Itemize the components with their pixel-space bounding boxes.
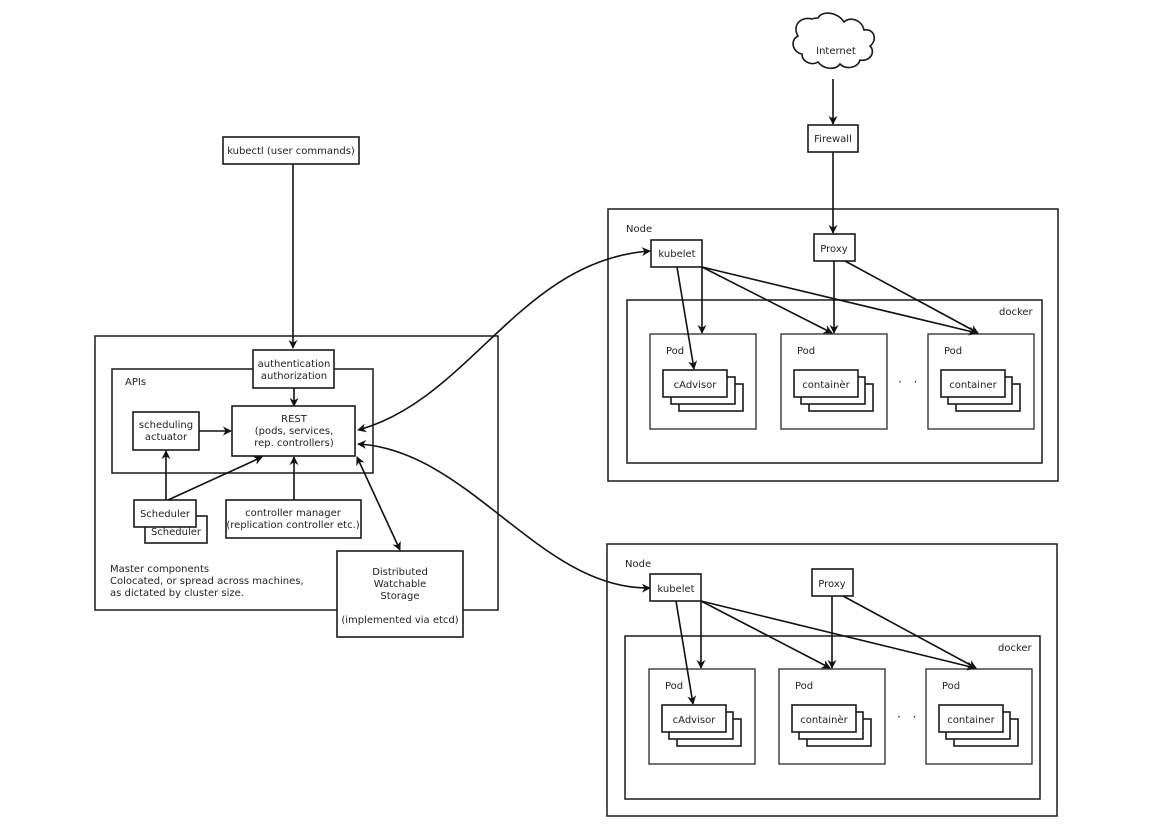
storage-line-1: Distributed: [372, 567, 428, 578]
internet-cloud: Internet: [792, 12, 876, 70]
scheduling-actuator-line-2: actuator: [145, 432, 188, 443]
node-label: Node: [625, 559, 651, 570]
kubelet-label: kubelet: [657, 584, 694, 595]
rest-box: REST (pods, services, rep. controllers): [231, 405, 356, 457]
proxy-label: Proxy: [818, 579, 845, 590]
rest-line-1: REST: [281, 414, 308, 425]
edge-rest-to-node1-kubelet: [357, 247, 651, 433]
node-1: Node kubelet Proxy docker Pod cAdvisor P…: [607, 208, 1059, 482]
storage-box: Distributed Watchable Storage (implement…: [336, 550, 464, 638]
proxy-box: [813, 233, 856, 262]
container-box: [793, 369, 859, 398]
cloud-icon: [792, 12, 876, 70]
docker-label: docker: [999, 307, 1034, 318]
edge-proxy-to-pod-3: [844, 260, 979, 334]
master-caption-line-2: Colocated, or spread across machines,: [110, 576, 304, 587]
pod-label: Pod: [942, 681, 960, 692]
master-caption-line-3: as dictated by cluster size.: [110, 588, 244, 599]
kubelet-box: [650, 239, 703, 268]
storage-line-3: Storage: [380, 591, 419, 602]
container-label: cAdvisor: [674, 380, 718, 391]
firewall-label: Firewall: [814, 134, 852, 145]
container-label: containèr: [802, 379, 850, 391]
edge-rest-storage: [356, 456, 401, 551]
container-label: containèr: [800, 714, 848, 726]
edge-kubelet-to-pod-2: [701, 266, 833, 334]
container-box: [662, 369, 728, 398]
container-label: container: [949, 380, 997, 391]
pods-ellipsis: · · ·: [897, 710, 936, 724]
scheduler-box: [133, 499, 197, 528]
node-label: Node: [626, 224, 652, 235]
edge-kubelet-to-pod-3: [701, 266, 978, 336]
scheduling-actuator-line-1: scheduling: [139, 420, 193, 431]
master-caption-line-1: Master components: [110, 564, 209, 575]
edge-kubelet-to-cadvisor: [676, 266, 698, 370]
kubelet-box: [649, 573, 702, 602]
firewall-box: Firewall: [807, 124, 859, 153]
scheduler-shadow-label: Scheduler: [151, 527, 202, 538]
pod-label: Pod: [665, 681, 683, 692]
proxy-box: [811, 568, 854, 597]
docker-label: docker: [998, 643, 1033, 654]
node-frame: [607, 208, 1059, 482]
edge-rest-to-node2-kubelet: [357, 439, 651, 593]
container-box: [661, 704, 727, 733]
kubelet-label: kubelet: [658, 249, 695, 260]
container-box: [938, 704, 1004, 733]
controller-manager-box: controller manager (replication controll…: [225, 499, 362, 539]
container-label: cAdvisor: [673, 715, 717, 726]
pods-ellipsis: · · ·: [898, 375, 937, 389]
controller-manager-line-1: controller manager: [245, 508, 342, 519]
master-caption: Master components Colocated, or spread a…: [110, 564, 304, 599]
node-2: Node kubelet Proxy docker Pod cAdvisor P…: [606, 543, 1058, 817]
scheduling-actuator-box: scheduling actuator: [132, 411, 200, 451]
auth-box: authentication authorization: [252, 349, 335, 389]
kubectl-box: kubectl (user commands): [222, 136, 360, 165]
container-box: [940, 369, 1006, 398]
pod-label: Pod: [795, 681, 813, 692]
container-label: container: [947, 715, 995, 726]
pod-label: Pod: [666, 346, 684, 357]
controller-manager-line-2: (replication controller etc.): [226, 520, 359, 531]
storage-line-5: (implemented via etcd): [341, 615, 458, 626]
edge-kubelet-to-pod-2: [700, 600, 831, 669]
pod-label: Pod: [944, 346, 962, 357]
auth-line-2: authorization: [261, 371, 327, 382]
edge-scheduler-to-rest: [167, 456, 263, 501]
auth-line-1: authentication: [258, 359, 331, 370]
internet-label: Internet: [816, 46, 856, 57]
pod-label: Pod: [797, 346, 815, 357]
rest-line-2: (pods, services,: [255, 426, 334, 437]
kubectl-label: kubectl (user commands): [227, 146, 355, 157]
container-box: [791, 704, 857, 733]
edge-proxy-to-pod-3: [842, 595, 977, 669]
apis-label: APIs: [125, 377, 146, 388]
scheduler-stack: Scheduler Scheduler: [133, 499, 208, 544]
rest-line-3: rep. controllers): [254, 438, 334, 449]
edge-kubelet-to-cadvisor: [675, 600, 697, 705]
proxy-label: Proxy: [820, 244, 847, 255]
node-frame: [606, 543, 1058, 817]
scheduler-label: Scheduler: [140, 509, 191, 520]
storage-line-2: Watchable: [374, 579, 427, 590]
edge-kubelet-to-pod-3: [700, 600, 976, 671]
